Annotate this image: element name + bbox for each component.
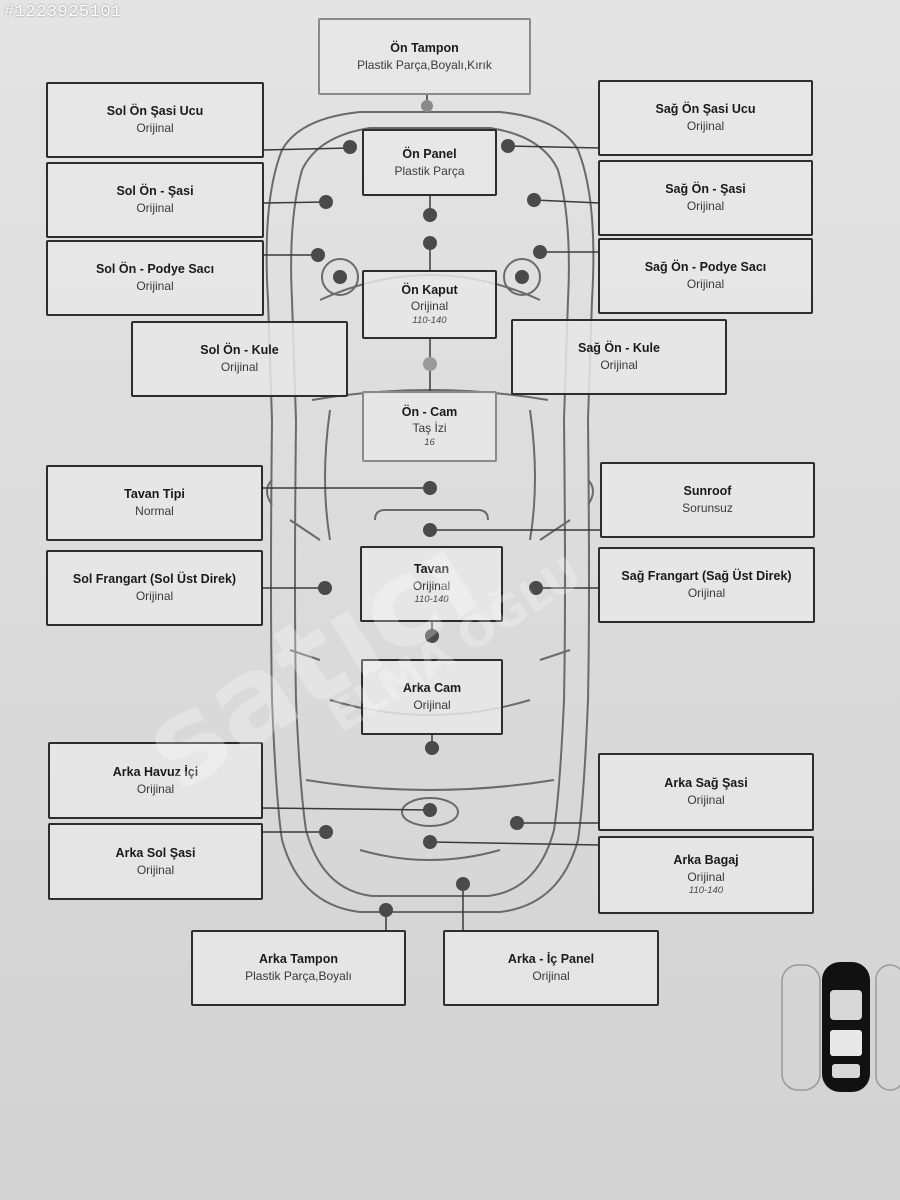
part-status: Taş İzi <box>412 421 447 436</box>
part-title: Sağ Ön - Podye Sacı <box>644 260 767 275</box>
part-title: Tavan <box>413 562 450 577</box>
tavan-tipi-box: Tavan Tipi Normal <box>46 465 263 541</box>
part-value: 110-140 <box>688 885 724 897</box>
part-status: Orijinal <box>686 199 725 214</box>
part-status: Normal <box>135 504 174 519</box>
part-status: Orijinal <box>687 586 726 601</box>
part-title: Arka Sağ Şasi <box>664 776 748 791</box>
sol-frangart-box: Sol Frangart (Sol Üst Direk) Orijinal <box>46 550 263 626</box>
stock-id-label: #1223925101 <box>4 3 122 22</box>
part-status: Orijinal <box>135 589 174 604</box>
arka-sag-sasi-box: Arka Sağ Şasi Orijinal <box>598 753 814 831</box>
part-title: Sol Ön Şasi Ucu <box>106 104 204 119</box>
sag-on-sasi-box: Sağ Ön - Şasi Orijinal <box>598 160 813 236</box>
part-title: Sol Ön - Şasi <box>116 184 194 199</box>
arka-tampon-box: Arka Tampon Plastik Parça,Boyalı <box>191 930 406 1006</box>
arka-havuz-ici-box: Arka Havuz İçi Orijinal <box>48 742 263 819</box>
part-title: Arka Havuz İçi <box>112 764 199 779</box>
part-status: Orijinal <box>412 578 451 593</box>
sol-on-sasi-box: Sol Ön - Şasi Orijinal <box>46 162 264 238</box>
part-title: Arka Sol Şasi <box>115 845 196 860</box>
sag-on-podye-sacı-box: Sağ Ön - Podye Sacı Orijinal <box>598 238 813 314</box>
part-status: Orijinal <box>136 781 175 796</box>
part-title: Sol Ön - Podye Sacı <box>95 262 215 277</box>
part-status: Sorunsuz <box>682 501 733 516</box>
sol-on-podye-sacı-box: Sol Ön - Podye Sacı Orijinal <box>46 240 264 316</box>
tavan-box: Tavan Orijinal 110-140 <box>360 546 503 622</box>
part-title: Arka Tampon <box>259 952 338 967</box>
arka-bagaj-box: Arka Bagaj Orijinal 110-140 <box>598 836 814 914</box>
arka-cam-box: Arka Cam Orijinal <box>361 659 503 735</box>
part-status: Orijinal <box>686 277 725 292</box>
part-title: Arka - İç Panel <box>507 952 595 967</box>
sol-on-sasi-ucu-box: Sol Ön Şasi Ucu Orijinal <box>46 82 264 158</box>
arka-sol-sasi-box: Arka Sol Şasi Orijinal <box>48 823 263 900</box>
part-title: Sağ Ön - Kule <box>578 341 660 356</box>
part-status: Plastik Parça,Boyalı <box>245 969 352 984</box>
part-title: Ön Kaput <box>401 282 458 297</box>
sag-on-sasi-ucu-box: Sağ Ön Şasi Ucu Orijinal <box>598 80 813 156</box>
on-kaput-box: Ön Kaput Orijinal 110-140 <box>362 270 497 339</box>
sag-frangart-box: Sağ Frangart (Sağ Üst Direk) Orijinal <box>598 547 815 623</box>
part-status: Plastik Parça <box>394 163 465 178</box>
part-title: Sağ Ön - Şasi <box>665 182 746 197</box>
part-value: 16 <box>424 436 435 448</box>
part-status: Orijinal <box>136 201 174 216</box>
part-status: Orijinal <box>600 358 638 373</box>
sunroof-box: Sunroof Sorunsuz <box>600 462 815 538</box>
part-title: Ön Panel <box>402 146 457 161</box>
part-title: Sol Ön - Kule <box>200 343 279 358</box>
part-title: Tavan Tipi <box>124 487 185 502</box>
part-status: Orijinal <box>136 279 174 294</box>
on-tampon-box: Ön Tampon Plastik Parça,Boyalı,Kırık <box>318 18 531 95</box>
part-value: 110-140 <box>412 314 447 326</box>
on-cam-box: Ön - Cam Taş İzi 16 <box>362 391 497 462</box>
part-status: Orijinal <box>413 698 451 713</box>
part-status: Orijinal <box>686 119 725 134</box>
part-title: Sol Frangart (Sol Üst Direk) <box>72 572 237 587</box>
part-status: Plastik Parça,Boyalı,Kırık <box>357 57 492 72</box>
part-status: Orijinal <box>687 793 725 808</box>
part-value: 110-140 <box>414 594 449 606</box>
part-title: Arka Cam <box>402 681 462 696</box>
part-status: Orijinal <box>410 299 449 314</box>
part-title: Sağ Frangart (Sağ Üst Direk) <box>621 569 792 584</box>
part-title: Ön Tampon <box>390 40 459 55</box>
sol-on-kule-box: Sol Ön - Kule Orijinal <box>131 321 348 397</box>
part-status: Orijinal <box>136 121 174 136</box>
part-status: Orijinal <box>532 969 570 984</box>
part-status: Orijinal <box>687 869 725 884</box>
car-thumbnail-icon <box>781 962 900 1092</box>
arka-ic-panel-box: Arka - İç Panel Orijinal <box>443 930 659 1006</box>
part-title: Sunroof <box>683 484 732 499</box>
part-title: Ön - Cam <box>401 404 458 419</box>
part-status: Orijinal <box>220 360 259 375</box>
part-title: Sağ Ön Şasi Ucu <box>655 102 756 117</box>
part-status: Orijinal <box>136 862 175 877</box>
part-title: Arka Bagaj <box>673 853 739 868</box>
sag-on-kule-box: Sağ Ön - Kule Orijinal <box>511 319 727 395</box>
on-panel-box: Ön Panel Plastik Parça <box>362 129 497 196</box>
